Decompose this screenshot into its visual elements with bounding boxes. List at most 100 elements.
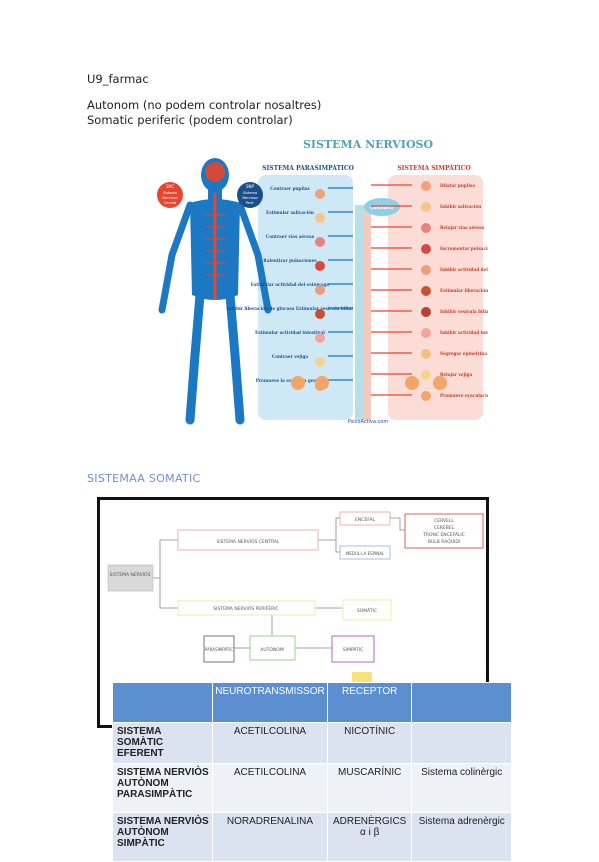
table-header: NEUROTRANSMISSOR xyxy=(212,682,328,723)
organ-icon xyxy=(421,181,431,191)
cell-receptor: ADRENÈRGICS α i β xyxy=(326,812,413,862)
snp-badge-line: Perif. xyxy=(246,201,255,205)
encefal-part: BULB RAQUIDI xyxy=(428,539,460,545)
sympathetic-panel xyxy=(388,175,483,420)
snp-badge xyxy=(237,182,263,208)
encefal-part: CEREBEL xyxy=(434,525,455,531)
snp-badge-line: Sistema xyxy=(243,191,257,195)
note-line-autonom: Autonom (no podem controlar nosaltres) xyxy=(87,98,322,112)
table-header-row: NEUROTRANSMISSOR RECEPTOR xyxy=(112,682,512,723)
section-heading-somatic: SISTEMAA SOMATIC xyxy=(87,472,201,485)
infographic-svg: SISTEMA NERVIOSO SISTEMA PARASIMPÁTICO S… xyxy=(157,138,555,425)
snc-badge-line: Nervioso xyxy=(162,196,177,200)
parasympathetic-item: Estimular actividad del estómago xyxy=(251,282,330,287)
infographic-title: SISTEMA NERVIOSO xyxy=(303,138,434,151)
snc-badge xyxy=(157,182,183,208)
row-label: SISTEMA NERVIÒS AUTÒNOM SIMPÀTIC xyxy=(112,812,213,862)
organ-icon xyxy=(421,307,431,317)
organ-icon xyxy=(315,333,325,343)
organ-icon xyxy=(421,349,431,359)
snc-box xyxy=(177,529,319,551)
sympathetic-heading: SISTEMA SIMPÁTICO xyxy=(397,165,470,172)
encefal-box xyxy=(339,511,391,526)
cell-neurotransmitter: NORADRENALINA xyxy=(212,812,328,862)
sympathetic-item: Inhibir actividad del estómago xyxy=(440,267,488,272)
document-title: U9_farmac xyxy=(87,72,149,86)
organ-icon xyxy=(421,202,431,212)
snp-badge-label: SNP xyxy=(246,184,255,189)
somatic-label: SOMÀTIC xyxy=(357,607,377,614)
organ-icon xyxy=(421,244,431,254)
parasympathetic-item: Estimular salivación xyxy=(266,210,314,215)
organ-icon xyxy=(315,189,325,199)
cell-receptor: MUSCARÍNIC xyxy=(326,763,413,813)
snp-label: SISTEMA NERVIÓS PERIFÈRIC xyxy=(213,604,278,612)
organ-icon xyxy=(315,237,325,247)
frame-border-tail xyxy=(97,725,112,728)
nervous-system-infographic: SISTEMA NERVIOSO SISTEMA PARASIMPÁTICO S… xyxy=(150,135,555,430)
reproductive-organs-icons xyxy=(291,376,447,390)
organ-icon xyxy=(315,309,325,319)
parasympathetic-item: Ralentizar pulsaciones xyxy=(263,258,317,263)
snp-box xyxy=(177,600,316,616)
parasympathetic-heading: SISTEMA PARASIMPÁTICO xyxy=(262,165,354,172)
sympathetic-item: Segregar epinefrina norepinefrina xyxy=(440,351,488,356)
autonom-label: AUTÒNOM xyxy=(260,646,284,653)
organ-icon xyxy=(421,391,431,401)
table-header xyxy=(411,682,512,723)
cell-system: Sistema adrenèrgic xyxy=(411,812,512,862)
sympathetic-item: Promueve eyaculación y contracciones vag… xyxy=(440,393,488,398)
sympathetic-item: Inhibir actividad intestinal xyxy=(440,330,488,335)
row-label: SISTEMA NERVIÒS AUTÒNOM PARASIMPÀTIC xyxy=(112,763,213,813)
table-row: SISTEMA NERVIÒS AUTÒNOM SIMPÀTIC NORADRE… xyxy=(112,812,512,862)
snc-badge-label: SNC xyxy=(166,184,175,189)
cell-neurotransmitter: ACETILCOLINA xyxy=(212,763,328,813)
row-label: SISTEMA SOMÀTIC EFERENT xyxy=(112,722,213,764)
somatic-box xyxy=(342,599,392,621)
sympathetic-item: Relajar vías aéreas xyxy=(440,225,485,230)
table-row: SISTEMA SOMÀTIC EFERENT ACETILCOLINA NIC… xyxy=(112,722,512,764)
sympathetic-item: Inhibir salivación xyxy=(440,204,481,209)
snp-badge-line: Nervioso xyxy=(242,196,257,200)
parasympathetic-item: Contraer vías aéreas xyxy=(266,234,315,239)
snc-label: SISTEMA NERVIÓS CENTRAL xyxy=(217,538,280,545)
snc-badge-line: Central xyxy=(164,201,177,205)
parasympathetic-item: Estimular actividad intestinal xyxy=(255,330,325,335)
sympathetic-item: Inhibir vesícula biliar xyxy=(440,309,488,314)
sympathetic-item: Dilatar pupilas xyxy=(440,183,476,188)
snc-badge-line: Sistema xyxy=(163,191,177,195)
encefal-label: ENCÈFAL xyxy=(355,515,375,523)
note-line-somatic: Somatic periferic (podem controlar) xyxy=(87,113,293,127)
sistema-nervios-box xyxy=(107,564,154,592)
flowchart-yellow-marker xyxy=(352,672,372,682)
spinal-column xyxy=(355,205,363,420)
cell-system xyxy=(411,722,512,764)
neurotransmitter-table: NEUROTRANSMISSOR RECEPTOR SISTEMA SOMÀTI… xyxy=(112,682,512,862)
sistema-nervios-label: SISTEMA NERVIÓS xyxy=(110,571,151,578)
encefal-parts-box xyxy=(404,513,484,549)
organ-icon xyxy=(315,285,325,295)
medul-label: MEDUL·LA ESPINAL xyxy=(346,551,385,556)
cerebro-badge xyxy=(364,198,400,216)
sympathetic-item: Relajar vejiga xyxy=(440,372,472,377)
parasympathetic-item: Contraer vejiga xyxy=(272,354,308,359)
organ-icon xyxy=(315,213,325,223)
sympathetic-item: Estimular liberación glucosa xyxy=(440,288,488,293)
simpatic-box xyxy=(331,635,375,663)
cell-receptor: NICOTÍNIC xyxy=(326,722,413,764)
parasympathetic-item: Contraer pupilas xyxy=(270,186,310,191)
organ-icon xyxy=(315,357,325,367)
organ-icon xyxy=(421,328,431,338)
organ-icon xyxy=(315,261,325,271)
human-body-figure xyxy=(158,158,272,425)
parasympathetic-item: Promueve la erección genital xyxy=(256,378,325,383)
organ-icon xyxy=(421,370,431,380)
flowchart-svg: SISTEMA NERVIÓS SISTEMA NERVIÓS CENTRAL … xyxy=(107,511,484,682)
encefal-part: CERVELL xyxy=(434,518,454,524)
cerebro-label: CEREBRO xyxy=(370,205,394,211)
parasimpatic-label: PARASIMPÀTIC xyxy=(205,647,234,652)
table-header: RECEPTOR xyxy=(326,682,413,723)
encefal-part: TRONC ENCEFÀLIC xyxy=(422,531,465,538)
